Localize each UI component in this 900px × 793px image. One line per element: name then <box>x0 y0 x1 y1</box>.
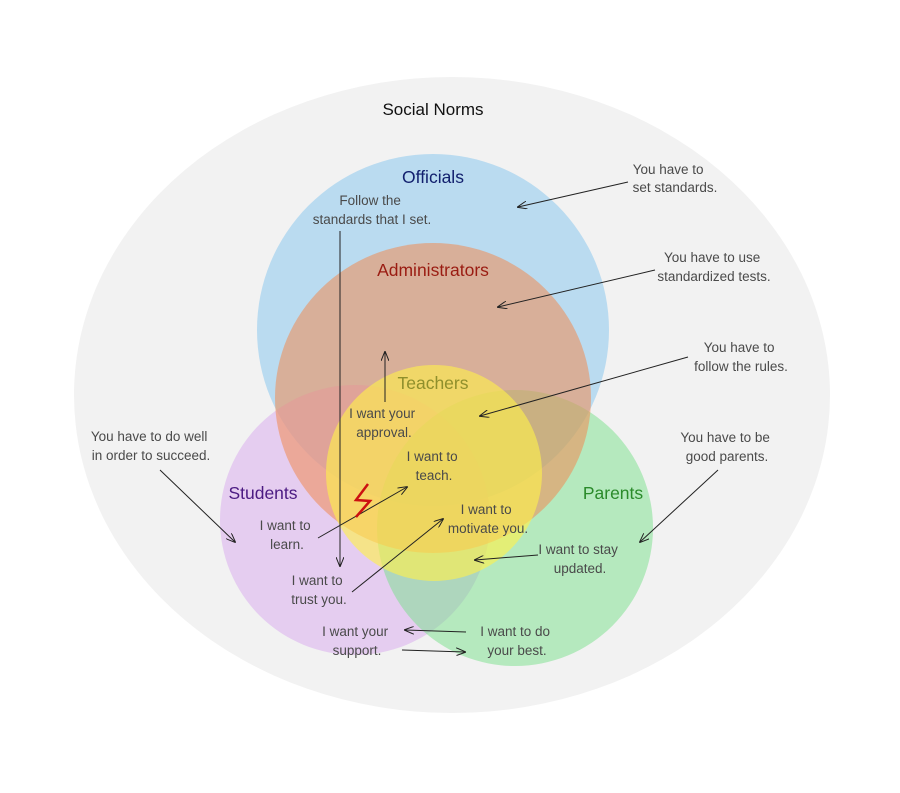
note-student-support: I want your support. <box>322 624 392 658</box>
note-student-learn: I want to learn. <box>260 518 315 552</box>
arrow-teachers-to-circle <box>480 356 689 416</box>
red-lightning-icon <box>353 483 373 518</box>
note-teachers: You have to follow the rules. <box>694 340 788 374</box>
arrow-updated-to-teachers <box>475 554 539 560</box>
note-parents: You have to be good parents. <box>680 430 773 464</box>
note-student-trust: I want to trust you. <box>291 573 347 607</box>
teachers-circle <box>326 365 542 581</box>
note-administrators: You have to use standardized tests. <box>657 250 770 284</box>
note-teacher-approval: I want your approval. <box>349 406 419 440</box>
teachers-label: Teachers <box>397 373 468 393</box>
note-officials: You have to set standards. <box>633 162 718 195</box>
note-officials-standards: Follow the standards that I set. <box>313 193 432 227</box>
arrow-support-to-best <box>401 650 465 652</box>
arrow-administrators-to-circle <box>498 269 656 307</box>
arrow-officials-to-circle <box>518 181 629 207</box>
arrow-students-to-circle <box>159 469 235 542</box>
administrators-label: Administrators <box>377 260 489 280</box>
note-students: You have to do well in order to succeed. <box>91 429 211 463</box>
note-teacher-teach: I want to teach. <box>407 449 462 483</box>
arrow-learn-to-teach <box>317 487 407 539</box>
parents-label: Parents <box>583 483 644 503</box>
note-teacher-motivate: I want to motivate you. <box>448 502 528 536</box>
arrow-parents-to-circle <box>640 469 719 542</box>
diagram-title: Social Norms <box>382 100 483 119</box>
note-parent-updated: I want to stay updated. <box>538 542 621 576</box>
note-parent-best: I want to do your best. <box>480 624 554 658</box>
arrow-best-to-support <box>405 630 467 632</box>
students-label: Students <box>228 483 297 503</box>
arrow-trust-to-motivate <box>351 519 443 593</box>
officials-label: Officials <box>402 167 464 187</box>
